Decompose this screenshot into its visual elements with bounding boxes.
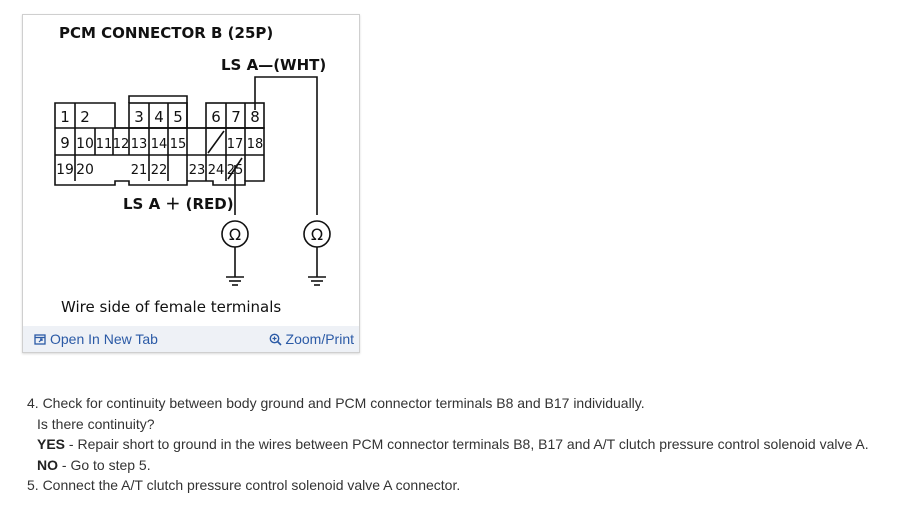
- terminal-14: 14: [151, 137, 168, 152]
- terminal-2: 2: [80, 108, 90, 126]
- diagram-caption: Wire side of female terminals: [61, 298, 281, 316]
- ohmmeter-icon: Ω: [229, 225, 241, 244]
- open-in-new-tab-link[interactable]: Open In New Tab: [34, 331, 158, 347]
- terminal-18: 18: [247, 137, 264, 152]
- terminal-6: 6: [211, 108, 221, 126]
- zoom-icon: [269, 333, 282, 346]
- terminal-3: 3: [134, 108, 144, 126]
- terminal-1: 1: [60, 108, 70, 126]
- terminal-12: 12: [113, 137, 130, 152]
- terminal-15: 15: [170, 137, 187, 152]
- step-4-question: Is there continuity?: [37, 415, 155, 432]
- terminal-22: 22: [151, 163, 168, 178]
- terminal-17: 17: [227, 137, 244, 152]
- terminal-11: 11: [96, 137, 113, 152]
- connector-title: PCM CONNECTOR B (25P): [59, 24, 273, 42]
- zoom-print-link[interactable]: Zoom/Print: [269, 331, 354, 347]
- yes-text: - Repair short to ground in the wires be…: [65, 436, 869, 452]
- wht-wire-label: LS A—(WHT): [221, 56, 326, 74]
- procedure-steps: 4. Check for continuity between body gro…: [27, 393, 907, 496]
- terminal-21: 21: [131, 163, 148, 178]
- step-4-no: NO - Go to step 5.: [27, 455, 907, 476]
- diagram-card: 1 2 3 4 5 6 7 8 9 10 11 12 13 14 15 17 1…: [22, 14, 360, 353]
- terminal-5: 5: [173, 108, 183, 126]
- step-4: 4. Check for continuity between body gro…: [27, 395, 645, 411]
- terminal-19: 19: [56, 162, 74, 178]
- new-tab-icon: [34, 334, 46, 345]
- open-in-new-tab-label: Open In New Tab: [50, 331, 158, 347]
- diagram-footer: Open In New Tab Zoom/Print: [23, 326, 359, 352]
- terminal-10: 10: [76, 136, 94, 152]
- no-label: NO: [37, 456, 58, 473]
- terminal-25: 25: [227, 163, 244, 178]
- terminal-20: 20: [76, 162, 94, 178]
- terminal-8: 8: [250, 108, 260, 126]
- ohmmeter-icon: Ω: [311, 225, 323, 244]
- terminal-9: 9: [60, 134, 70, 152]
- terminal-7: 7: [231, 108, 241, 126]
- no-text: - Go to step 5.: [58, 456, 151, 473]
- connector-diagram[interactable]: 1 2 3 4 5 6 7 8 9 10 11 12 13 14 15 17 1…: [23, 15, 359, 327]
- zoom-print-label: Zoom/Print: [285, 331, 354, 347]
- step-5: 5. Connect the A/T clutch pressure contr…: [27, 477, 461, 493]
- step-4-yes: YES - Repair short to ground in the wire…: [27, 434, 907, 455]
- red-wire-label: LS A ＋ (RED): [123, 195, 234, 213]
- terminal-24: 24: [208, 163, 225, 178]
- terminal-4: 4: [154, 108, 164, 126]
- terminal-23: 23: [189, 163, 206, 178]
- terminal-13: 13: [131, 137, 148, 152]
- yes-label: YES: [37, 436, 66, 452]
- connector-diagram-svg: 1 2 3 4 5 6 7 8 9 10 11 12 13 14 15 17 1…: [54, 24, 331, 316]
